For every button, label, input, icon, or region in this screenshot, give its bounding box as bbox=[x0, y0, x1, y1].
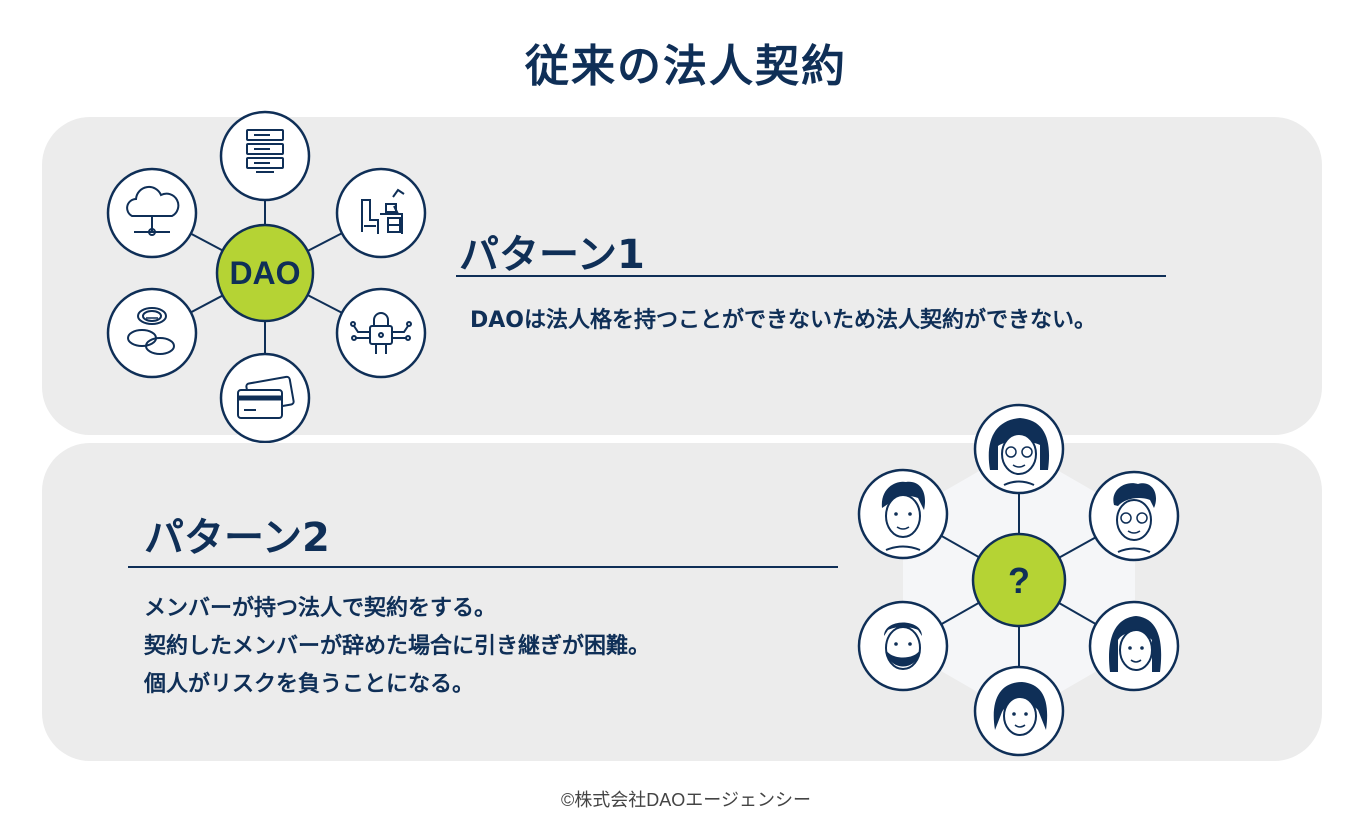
pattern2-description-line: メンバーが持つ法人で契約をする。 bbox=[144, 596, 497, 621]
pattern2-heading: パターン2 bbox=[144, 515, 330, 561]
server-icon bbox=[219, 110, 311, 202]
coins-icon bbox=[106, 287, 198, 379]
person-icon bbox=[973, 403, 1065, 495]
person-icon bbox=[1088, 470, 1180, 562]
pattern2-divider bbox=[128, 566, 838, 568]
credit-card-icon bbox=[219, 352, 311, 444]
pattern2-description-line: 契約したメンバーが辞めた場合に引き継ぎが困難。 bbox=[144, 634, 651, 659]
person-icon bbox=[857, 600, 949, 692]
pattern2-description: メンバーが持つ法人で契約をする。 契約したメンバーが辞めた場合に引き継ぎが困難。… bbox=[144, 590, 650, 704]
pattern2-description-line: 個人がリスクを負うことになる。 bbox=[144, 672, 475, 697]
dao-hub-label: DAO bbox=[229, 255, 300, 291]
office-desk-icon bbox=[335, 167, 427, 259]
pattern1-divider bbox=[456, 275, 1166, 277]
unknown-hub-label: ? bbox=[1008, 560, 1030, 601]
page-title: 従来の法人契約 bbox=[525, 41, 847, 92]
copyright-text: ©株式会社DAOエージェンシー bbox=[561, 790, 811, 810]
dao-hub: DAO bbox=[215, 223, 315, 323]
unknown-hub: ? bbox=[971, 532, 1067, 628]
person-icon bbox=[973, 665, 1065, 757]
pattern1-description: DAOは法人格を持つことができないため法人契約ができない。 bbox=[470, 308, 1096, 333]
pattern1-heading: パターン1 bbox=[459, 232, 645, 278]
security-lock-icon bbox=[335, 287, 427, 379]
person-icon bbox=[857, 468, 949, 560]
person-icon bbox=[1088, 600, 1180, 692]
cloud-network-icon bbox=[106, 167, 198, 259]
